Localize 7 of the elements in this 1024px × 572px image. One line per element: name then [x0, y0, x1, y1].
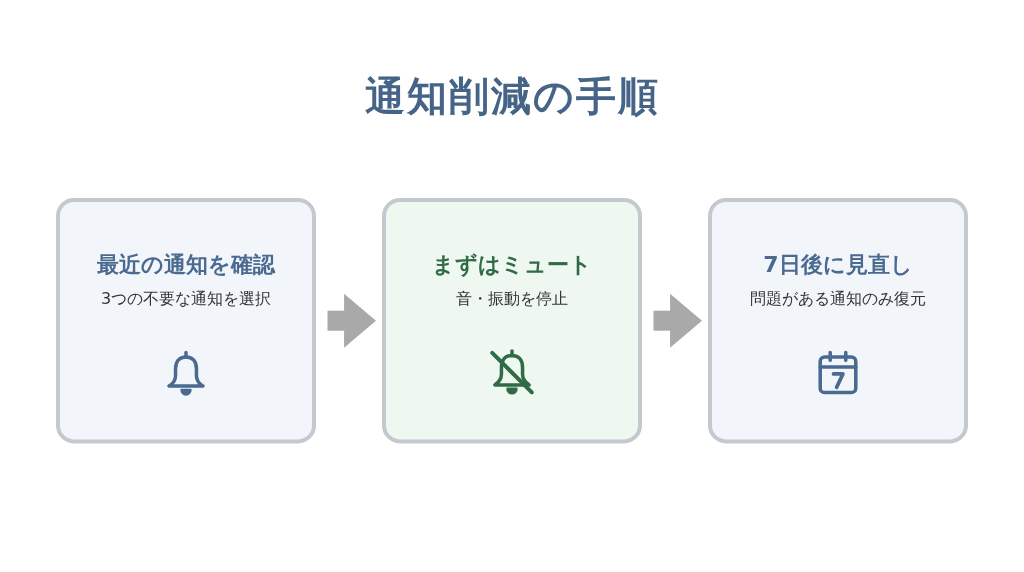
title: 通知削減の手順 [364, 72, 660, 120]
step-description: 3つの不要な通知を選択 [100, 288, 272, 308]
step-description: 問題がある通知のみ復元 [750, 288, 926, 308]
step-heading: まずはミュート [432, 252, 592, 277]
step-heading: 最近の通知を確認 [97, 252, 275, 277]
step-heading: 7日後に見直し [763, 252, 913, 277]
step-description: 音・振動を停止 [456, 288, 568, 308]
